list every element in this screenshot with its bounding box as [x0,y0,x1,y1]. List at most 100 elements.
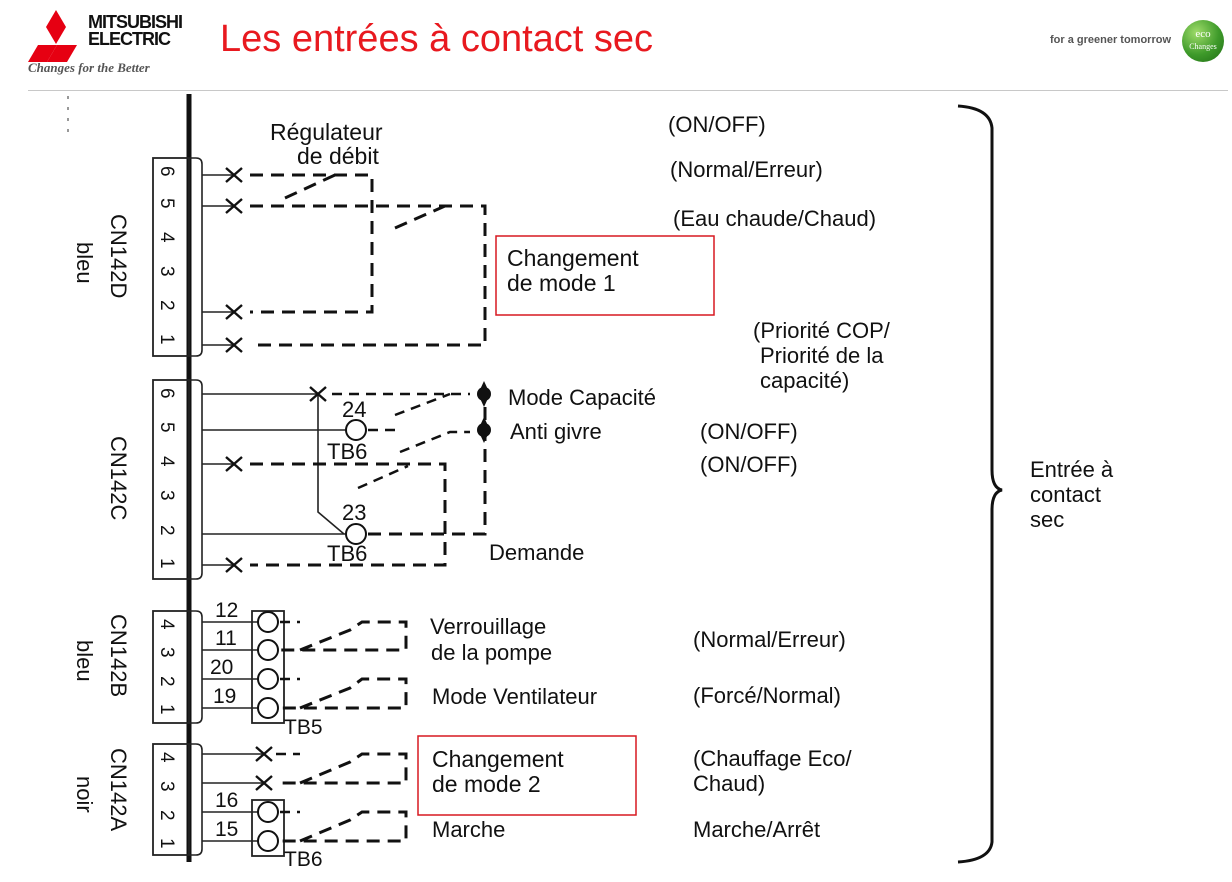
brand-tagline: Changes for the Better [28,60,150,75]
pin-label: 5 [156,198,177,209]
terminal-label: 12 [215,599,238,622]
state-label: (Normal/Erreur) [670,157,823,182]
pin-label: 4 [156,752,177,763]
connector-id: CN142C [106,436,131,520]
terminal-label: 15 [215,818,238,841]
brace-label-line: Entrée à [1030,457,1114,482]
mode-capacite-label: Mode Capacité [508,385,656,410]
pin-label: 3 [156,490,177,501]
verrouillage-label: Verrouillage [430,614,546,639]
curly-brace [957,104,1003,864]
cn142c-wiring [202,381,491,573]
pin-label: 1 [156,838,177,849]
state-label: (Priorité COP/ [753,318,891,343]
state-label: (Forcé/Normal) [693,683,841,708]
state-label: Chaud) [693,771,765,796]
connector-body [152,157,190,357]
changement2-label: Changement [432,746,564,772]
state-labels: (ON/OFF) (Normal/Erreur) (Eau chaude/Cha… [668,112,891,842]
pin-labels: 6 5 4 3 2 1 [156,166,177,345]
regulateur-label: Régulateur [270,119,383,145]
connector-cn142a: 4 3 2 1 CN142A noir [72,743,203,856]
pin-label: 5 [156,422,177,433]
marche-label: Marche [432,817,505,842]
x-marks [225,167,243,353]
state-label: Priorité de la [760,343,884,368]
terminal-label: TB5 [284,716,323,739]
terminal-block-tb6 [251,799,285,857]
mode1-loop [250,204,487,347]
eco-changes-badge-icon: eco Changes [1182,20,1224,62]
terminal-label: 11 [215,627,237,650]
state-label: (ON/OFF) [668,112,766,137]
state-label: (ON/OFF) [700,452,798,477]
header-divider [28,90,1228,91]
state-label: (ON/OFF) [700,419,798,444]
page-title: Les entrées à contact sec [220,18,654,60]
eco-badge-line2: Changes [1189,42,1217,51]
terminal-label: 16 [215,789,238,812]
changement1-label: Changement [507,245,639,271]
slogan: for a greener tomorrow [1050,34,1172,46]
terminal-label: 19 [213,685,236,708]
highlight-box-mode1 [495,235,715,316]
mitsubishi-logo-icon [28,10,77,62]
changement2-label: de mode 2 [432,771,541,797]
slide-header: MITSUBISHI ELECTRIC Changes for the Bett… [0,0,1232,91]
state-label: Marche/Arrêt [693,817,820,842]
connector-id: CN142A [106,748,131,831]
connector-color: noir [72,776,97,813]
terminal-label: 23 [342,500,366,525]
pin-label: 4 [156,232,177,243]
cn142a-wiring [202,746,408,857]
connector-cn142d: 6 5 4 3 2 1 CN142D bleu [72,157,203,357]
terminal-23 [345,523,367,545]
ventilateur-label: Mode Ventilateur [432,684,597,709]
brace-label: Entrée à contact sec [1030,457,1114,532]
connector-id: CN142B [106,614,131,697]
cn142b-wiring [202,610,408,724]
pin-label: 3 [156,647,177,658]
pin-label: 6 [156,388,177,399]
connector-lip [189,157,203,357]
pin-label: 6 [156,166,177,177]
brand-name-line2: ELECTRIC [88,29,171,49]
highlight-box-mode2 [417,735,637,816]
connector-color: bleu [72,242,97,284]
pin-label: 4 [156,619,177,630]
anti-givre-label: Anti givre [510,419,602,444]
state-label: (Eau chaude/Chaud) [673,206,876,231]
brand-name-line1: MITSUBISHI [88,12,183,32]
pin-label: 2 [156,300,177,311]
pin-label: 2 [156,676,177,687]
pin-label: 2 [156,810,177,821]
pin-label: 1 [156,334,177,345]
pin-label: 4 [156,456,177,467]
verrouillage-label: de la pompe [431,640,552,665]
terminal-24 [345,419,367,441]
state-label: capacité) [760,368,849,393]
changement1-label: de mode 1 [507,270,616,296]
connector-color: bleu [72,640,97,682]
connector-cn142c: 6 5 4 3 2 1 CN142C [106,379,203,580]
pin-label: 2 [156,525,177,536]
pin-label: 1 [156,558,177,569]
pin-label: 3 [156,266,177,277]
terminal-label: TB6 [284,848,323,871]
pin-label: 3 [156,781,177,792]
terminal-label: 24 [342,397,366,422]
connector-id: CN142D [106,214,131,298]
pin-labels: 6 5 4 3 2 1 [156,388,177,569]
terminal-label: TB6 [327,541,367,566]
terminal-label: TB6 [327,439,367,464]
pin-label: 1 [156,704,177,715]
regulateur-loop [250,173,374,314]
eco-badge-line1: eco [1195,28,1211,40]
connector-cn142b: 4 3 2 1 CN142B bleu [72,610,203,724]
state-label: (Normal/Erreur) [693,627,846,652]
cn142d-wiring [202,167,487,353]
demande-label: Demande [489,540,584,565]
brace-label-line: sec [1030,507,1064,532]
state-label: (Chauffage Eco/ [693,746,852,771]
